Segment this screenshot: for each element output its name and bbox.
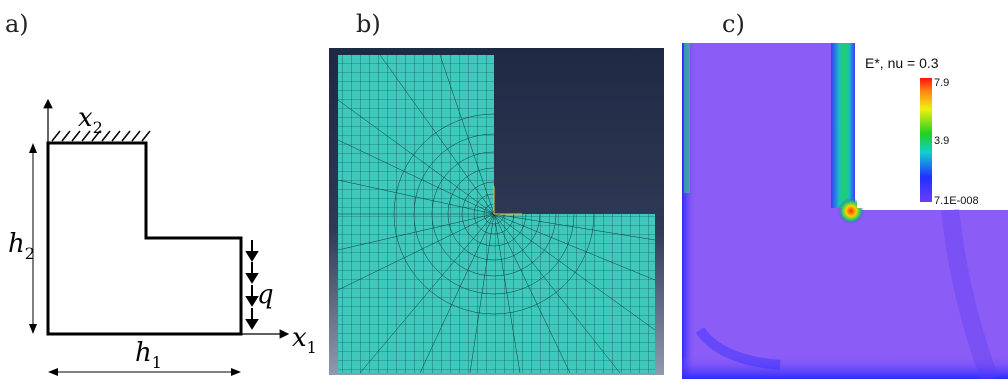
- legend-max-label: 7.9: [934, 77, 949, 89]
- panel-label-a: a): [5, 10, 29, 38]
- x1-label: x1: [292, 323, 317, 357]
- legend-min-label: 7.1E-008: [934, 195, 979, 207]
- h1-label: h1: [135, 338, 162, 372]
- mesh-refinement: [338, 55, 655, 373]
- legend-colorbar: [920, 78, 932, 202]
- panel-label-b: b): [356, 10, 381, 38]
- fixed-support-hatch: [51, 130, 151, 142]
- reentrant-stress-strip: [831, 43, 855, 208]
- distributed-load-arrows: [245, 240, 259, 330]
- panel-label-c: c): [722, 10, 745, 38]
- load-label-q: q: [257, 280, 274, 310]
- legend-title: E*, nu = 0.3: [865, 55, 939, 71]
- h2-label: h2: [8, 229, 35, 263]
- legend-mid-label: 3.9: [934, 135, 949, 147]
- bottom-edge-band: [682, 355, 1008, 379]
- x2-label: x2: [78, 103, 103, 137]
- l-shape-outline: [46, 141, 243, 336]
- cutout-region: [857, 43, 1008, 208]
